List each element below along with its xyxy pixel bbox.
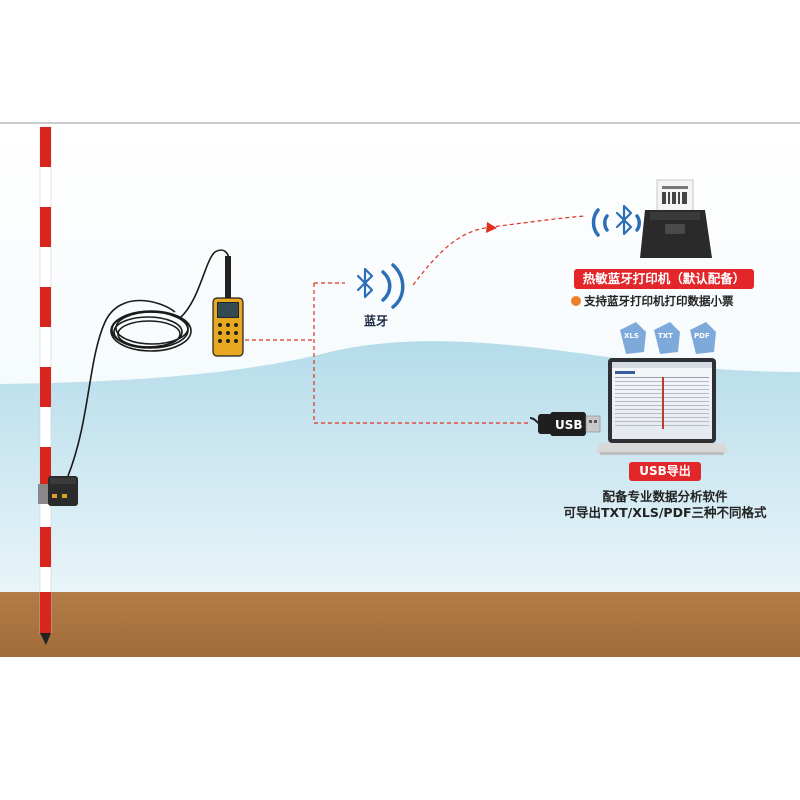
water-body <box>0 341 800 594</box>
file-icon-pdf: PDF <box>690 322 716 354</box>
sensor-cable <box>67 249 230 477</box>
handheld-meter <box>212 256 244 357</box>
printer-note-text: 支持蓝牙打印机打印数据小票 <box>584 294 734 308</box>
usb-description-line2: 可导出TXT/XLS/PDF三种不同格式 <box>563 505 767 520</box>
soil-layer <box>0 592 800 658</box>
bluetooth-label: 蓝牙 <box>364 314 389 328</box>
orange-dot-icon <box>571 296 581 306</box>
file-icon-xls: XLS <box>620 322 646 354</box>
measuring-pole <box>39 126 52 645</box>
xls-label: XLS <box>624 332 639 340</box>
usb-description-line1: 配备专业数据分析软件 <box>602 489 728 504</box>
pdf-label: PDF <box>694 332 710 340</box>
usb-plug: USB <box>529 412 601 436</box>
usb-plug-text: USB <box>555 418 583 432</box>
link-arrow-head <box>486 222 497 233</box>
file-icon-txt: TXT <box>654 322 680 354</box>
usb-badge: USB导出 <box>629 462 701 481</box>
thermal-printer <box>640 179 712 258</box>
laptop <box>596 358 728 455</box>
probe-sensor <box>38 476 78 506</box>
printer-badge: 热敏蓝牙打印机（默认配备） <box>574 269 754 289</box>
printer-bluetooth-icon <box>591 204 641 237</box>
printer-note: 支持蓝牙打印机打印数据小票 <box>571 293 734 309</box>
txt-label: TXT <box>658 332 673 340</box>
bluetooth-icon <box>356 263 405 309</box>
